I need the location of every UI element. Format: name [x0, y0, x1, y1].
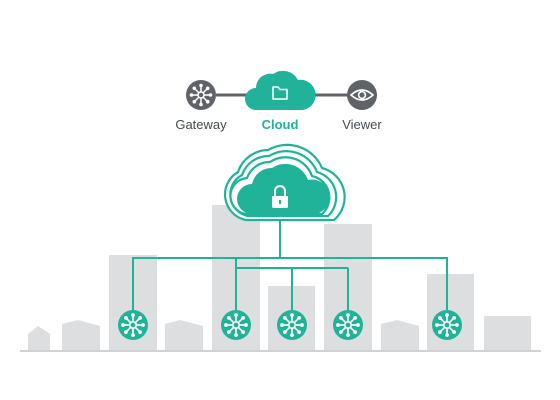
- hub-snowflake-icon: [189, 83, 213, 107]
- gateway-node-hub-icon: [117, 309, 149, 341]
- network-connectors: [132, 216, 448, 310]
- legend-label-viewer: Viewer: [342, 117, 382, 132]
- legend: Gateway Cloud Viewer: [175, 70, 382, 132]
- gateway-node-hub-icon: [431, 309, 463, 341]
- legend-label-cloud: Cloud: [262, 117, 299, 132]
- building-small-4: [381, 320, 419, 351]
- gateway-node-hub-icon: [220, 309, 252, 341]
- legend-cloud: Cloud: [245, 70, 316, 132]
- legend-viewer: Viewer: [342, 80, 382, 132]
- gateway-node-hub-icon: [332, 309, 364, 341]
- ground-line: [20, 350, 541, 352]
- small-cloud-icon: [245, 70, 316, 110]
- building-small-1: [28, 326, 50, 351]
- eye-icon: [349, 89, 375, 101]
- gateway-node-hub-icon: [276, 309, 308, 341]
- legend-gateway: Gateway: [175, 80, 227, 132]
- central-cloud: [224, 143, 346, 222]
- legend-label-gateway: Gateway: [175, 117, 227, 132]
- lock-icon: [272, 185, 288, 208]
- folder-icon: [272, 86, 288, 100]
- building-small-3: [165, 320, 203, 351]
- building-mid-2: [484, 316, 531, 351]
- building-small-2: [62, 320, 100, 351]
